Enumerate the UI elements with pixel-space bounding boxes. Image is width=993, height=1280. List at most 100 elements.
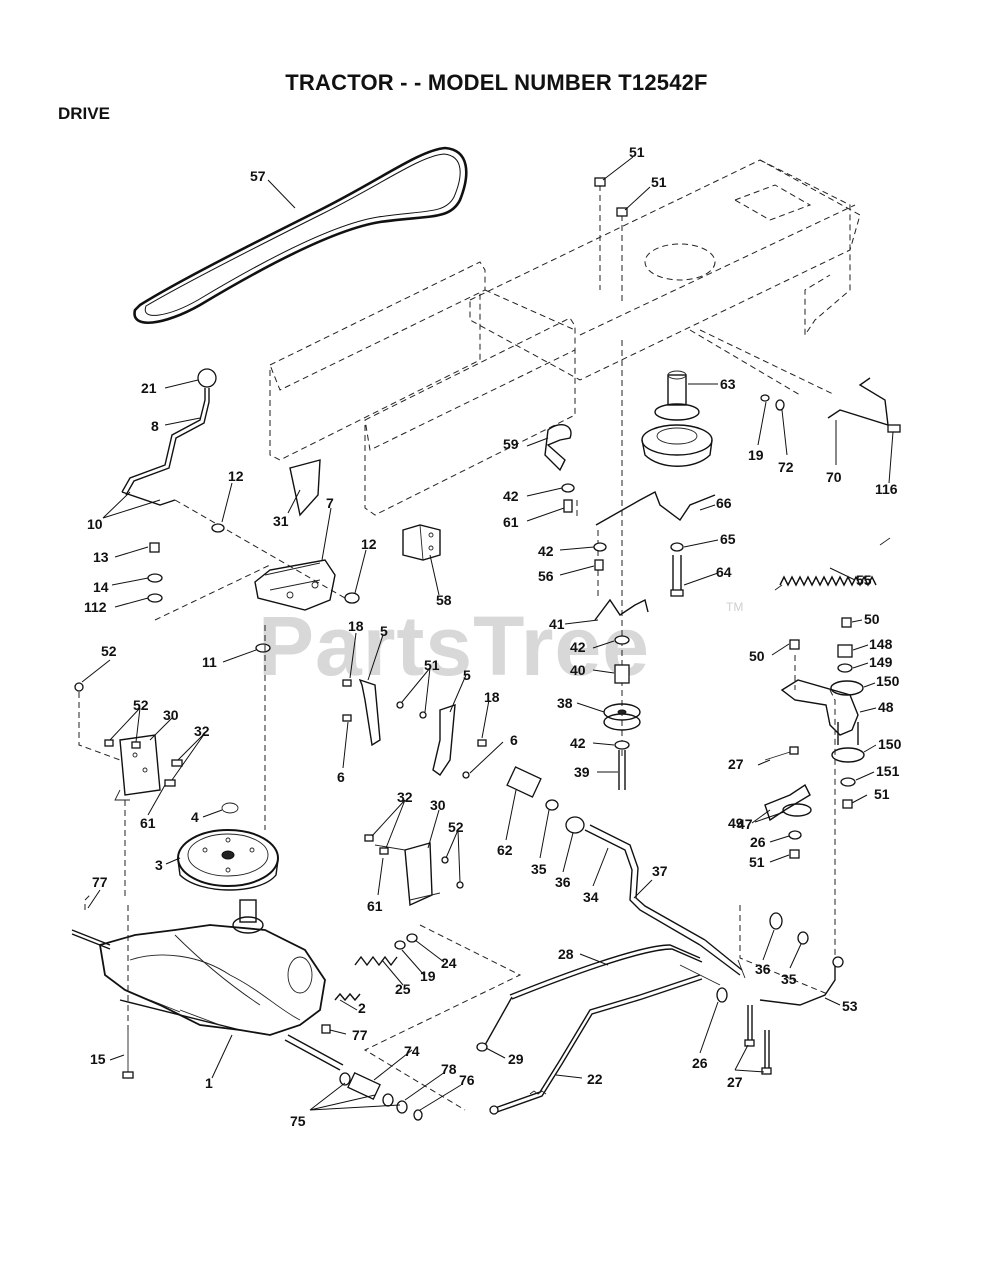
- callout: 8: [151, 418, 159, 434]
- bolt-15: [122, 905, 134, 1079]
- callout: 11: [202, 654, 217, 670]
- leader-lines: [81, 156, 894, 1111]
- callout: 39: [574, 764, 590, 780]
- bracket-30-lower: [364, 834, 464, 907]
- bracket-49: [764, 689, 836, 960]
- frame-assembly: [269, 159, 861, 516]
- callout: 52: [448, 819, 464, 835]
- callout: 19: [748, 447, 764, 463]
- callout: 62: [497, 842, 513, 858]
- watermark: PartsTree: [258, 599, 650, 693]
- section-label: DRIVE: [58, 104, 110, 123]
- callout: 51: [874, 786, 890, 802]
- rod-70: [760, 377, 901, 433]
- callout: 51: [651, 174, 667, 190]
- callout-labels: 57 51 51 21 8 12 10 31 7 12 13 14 112 58…: [84, 144, 902, 1129]
- callout: 26: [750, 834, 766, 850]
- callout: 53: [842, 998, 858, 1014]
- callout: 63: [720, 376, 736, 392]
- callout: 10: [87, 516, 103, 532]
- callout: 57: [250, 168, 266, 184]
- belt-57: [133, 146, 468, 324]
- callout: 51: [749, 854, 765, 870]
- callout: 28: [558, 946, 574, 962]
- callout: 150: [878, 736, 902, 752]
- callout: 49: [728, 815, 744, 831]
- pedal-shaft-34: [506, 766, 746, 979]
- callout: 18: [484, 689, 500, 705]
- callout: 13: [93, 549, 109, 565]
- callout: 36: [755, 961, 771, 977]
- callout: 3: [155, 857, 163, 873]
- callout: 24: [441, 955, 457, 971]
- callout: 42: [570, 735, 586, 751]
- callout: 51: [629, 144, 645, 160]
- callout: 76: [459, 1072, 475, 1088]
- callout: 32: [194, 723, 210, 739]
- callout: 51: [424, 657, 440, 673]
- rod-22: [489, 974, 703, 1115]
- callout: 42: [570, 639, 586, 655]
- callout: 151: [876, 763, 900, 779]
- callout: 149: [869, 654, 893, 670]
- callout: 12: [228, 468, 244, 484]
- callout: 2: [358, 1000, 366, 1016]
- callout: 19: [420, 968, 436, 984]
- transaxle-1: [71, 899, 344, 1071]
- callout: 116: [875, 481, 898, 497]
- callout: 29: [508, 1051, 524, 1067]
- callout: 6: [337, 769, 345, 785]
- callout: 7: [326, 495, 334, 511]
- bracket-59: [544, 424, 575, 513]
- callout: 5: [380, 623, 388, 639]
- callout: 55: [856, 572, 872, 588]
- callout: 61: [503, 514, 519, 530]
- callout: 25: [395, 981, 411, 997]
- callout: 58: [436, 592, 452, 608]
- callout: 112: [84, 599, 107, 615]
- callout: 77: [352, 1027, 368, 1043]
- callout: 31: [273, 513, 289, 529]
- callout: 48: [878, 699, 894, 715]
- callout: 12: [361, 536, 377, 552]
- callout: 75: [290, 1113, 306, 1129]
- springs: [84, 894, 522, 1111]
- bracket-7: [254, 459, 336, 611]
- shaft-hardware: [339, 1071, 423, 1121]
- brake-bracket-48: [764, 617, 865, 809]
- callout: 42: [538, 543, 554, 559]
- spring-55: [774, 537, 891, 591]
- callout: 42: [503, 488, 519, 504]
- callout: 14: [93, 579, 109, 595]
- small-hardware-left: [147, 523, 360, 653]
- callout: 65: [720, 531, 736, 547]
- pulley-3: [177, 625, 279, 891]
- callout: 30: [430, 797, 446, 813]
- callout: 26: [692, 1055, 708, 1071]
- callout: 18: [348, 618, 364, 634]
- callout: 15: [90, 1051, 106, 1067]
- callout: 40: [570, 662, 586, 678]
- page-title: TRACTOR - - MODEL NUMBER T12542F: [285, 70, 708, 95]
- callout: 27: [728, 756, 744, 772]
- callout: 77: [92, 874, 108, 890]
- callout: 52: [133, 697, 149, 713]
- bracket-30-upper: [74, 682, 183, 900]
- callout: 72: [778, 459, 794, 475]
- callout: 59: [503, 436, 519, 452]
- callout: 56: [538, 568, 554, 584]
- callout: 35: [531, 861, 547, 877]
- callout: 74: [404, 1043, 420, 1059]
- watermark-trademark: TM: [726, 600, 744, 614]
- callout: 36: [555, 874, 571, 890]
- callout: 64: [716, 564, 732, 580]
- callout: 4: [191, 809, 199, 825]
- callout: 37: [652, 863, 668, 879]
- callout: 61: [140, 815, 156, 831]
- callout: 50: [749, 648, 765, 664]
- idler-pulley-63: [641, 370, 713, 467]
- callout: 52: [101, 643, 117, 659]
- callout: 5: [463, 667, 471, 683]
- callout: 61: [367, 898, 383, 914]
